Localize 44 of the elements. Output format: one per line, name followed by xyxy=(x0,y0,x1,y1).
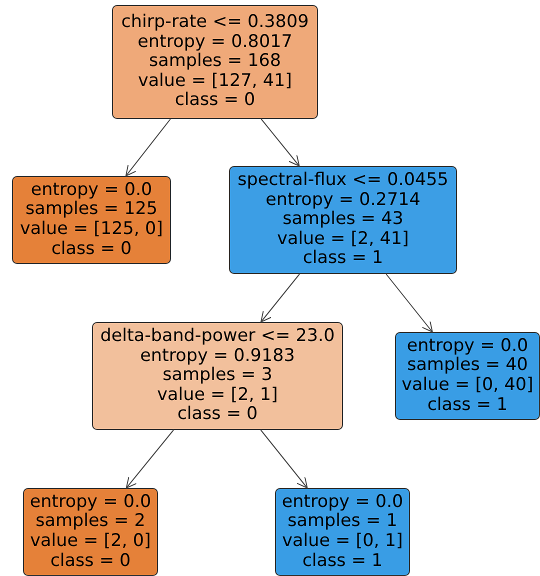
tree-node-box xyxy=(395,332,540,420)
arrow xyxy=(126,430,174,488)
node-text: value = [127, 41] xyxy=(138,72,292,92)
node-text: value = [0, 1] xyxy=(282,532,403,552)
node-text: entropy = 0.9183 xyxy=(140,346,295,366)
node-text: value = [2, 41] xyxy=(277,230,409,250)
node-text: samples = 1 xyxy=(288,512,398,532)
tree-node-box xyxy=(229,166,457,274)
node-text: samples = 43 xyxy=(282,210,404,230)
node-text: samples = 168 xyxy=(149,52,281,72)
node-text: value = [2, 1] xyxy=(157,386,278,406)
node-text: delta-band-power <= 23.0 xyxy=(100,327,335,347)
node-text: class = 1 xyxy=(427,396,508,416)
tree-node-box xyxy=(275,488,410,576)
arrow xyxy=(260,118,300,166)
node-text: entropy = 0.0 xyxy=(406,336,528,356)
node-text: chirp-rate <= 0.3809 xyxy=(121,13,309,33)
node-text: samples = 2 xyxy=(36,512,146,532)
node-text: samples = 40 xyxy=(407,356,528,376)
node-text: spectral-flux <= 0.0455 xyxy=(238,171,448,191)
node-text: entropy = 0.8017 xyxy=(138,32,292,52)
node-text: entropy = 0.2714 xyxy=(266,190,420,210)
arrow xyxy=(260,274,300,322)
arrow xyxy=(260,430,308,488)
arrow xyxy=(386,274,433,332)
node-text: entropy = 0.0 xyxy=(30,180,152,200)
tree-node-box xyxy=(12,176,171,264)
node-text: entropy = 0.0 xyxy=(30,492,152,512)
node-text: class = 1 xyxy=(302,249,384,269)
tree-node-box xyxy=(92,322,343,430)
tree-node-box xyxy=(23,488,158,576)
node-text: class = 0 xyxy=(177,405,258,425)
arrow xyxy=(125,118,171,176)
node-text: value = [2, 0] xyxy=(30,532,151,552)
node-text: samples = 3 xyxy=(162,366,272,386)
node-text: samples = 125 xyxy=(26,200,158,220)
node-text: value = [0, 40] xyxy=(402,376,534,396)
node-text: class = 0 xyxy=(174,91,256,111)
node-text: class = 0 xyxy=(50,552,131,572)
node-text: value = [125, 0] xyxy=(20,220,163,240)
node-text: class = 0 xyxy=(51,240,132,260)
node-text: entropy = 0.0 xyxy=(282,492,404,512)
node-text: class = 1 xyxy=(302,552,383,572)
tree-node-box xyxy=(112,5,318,119)
